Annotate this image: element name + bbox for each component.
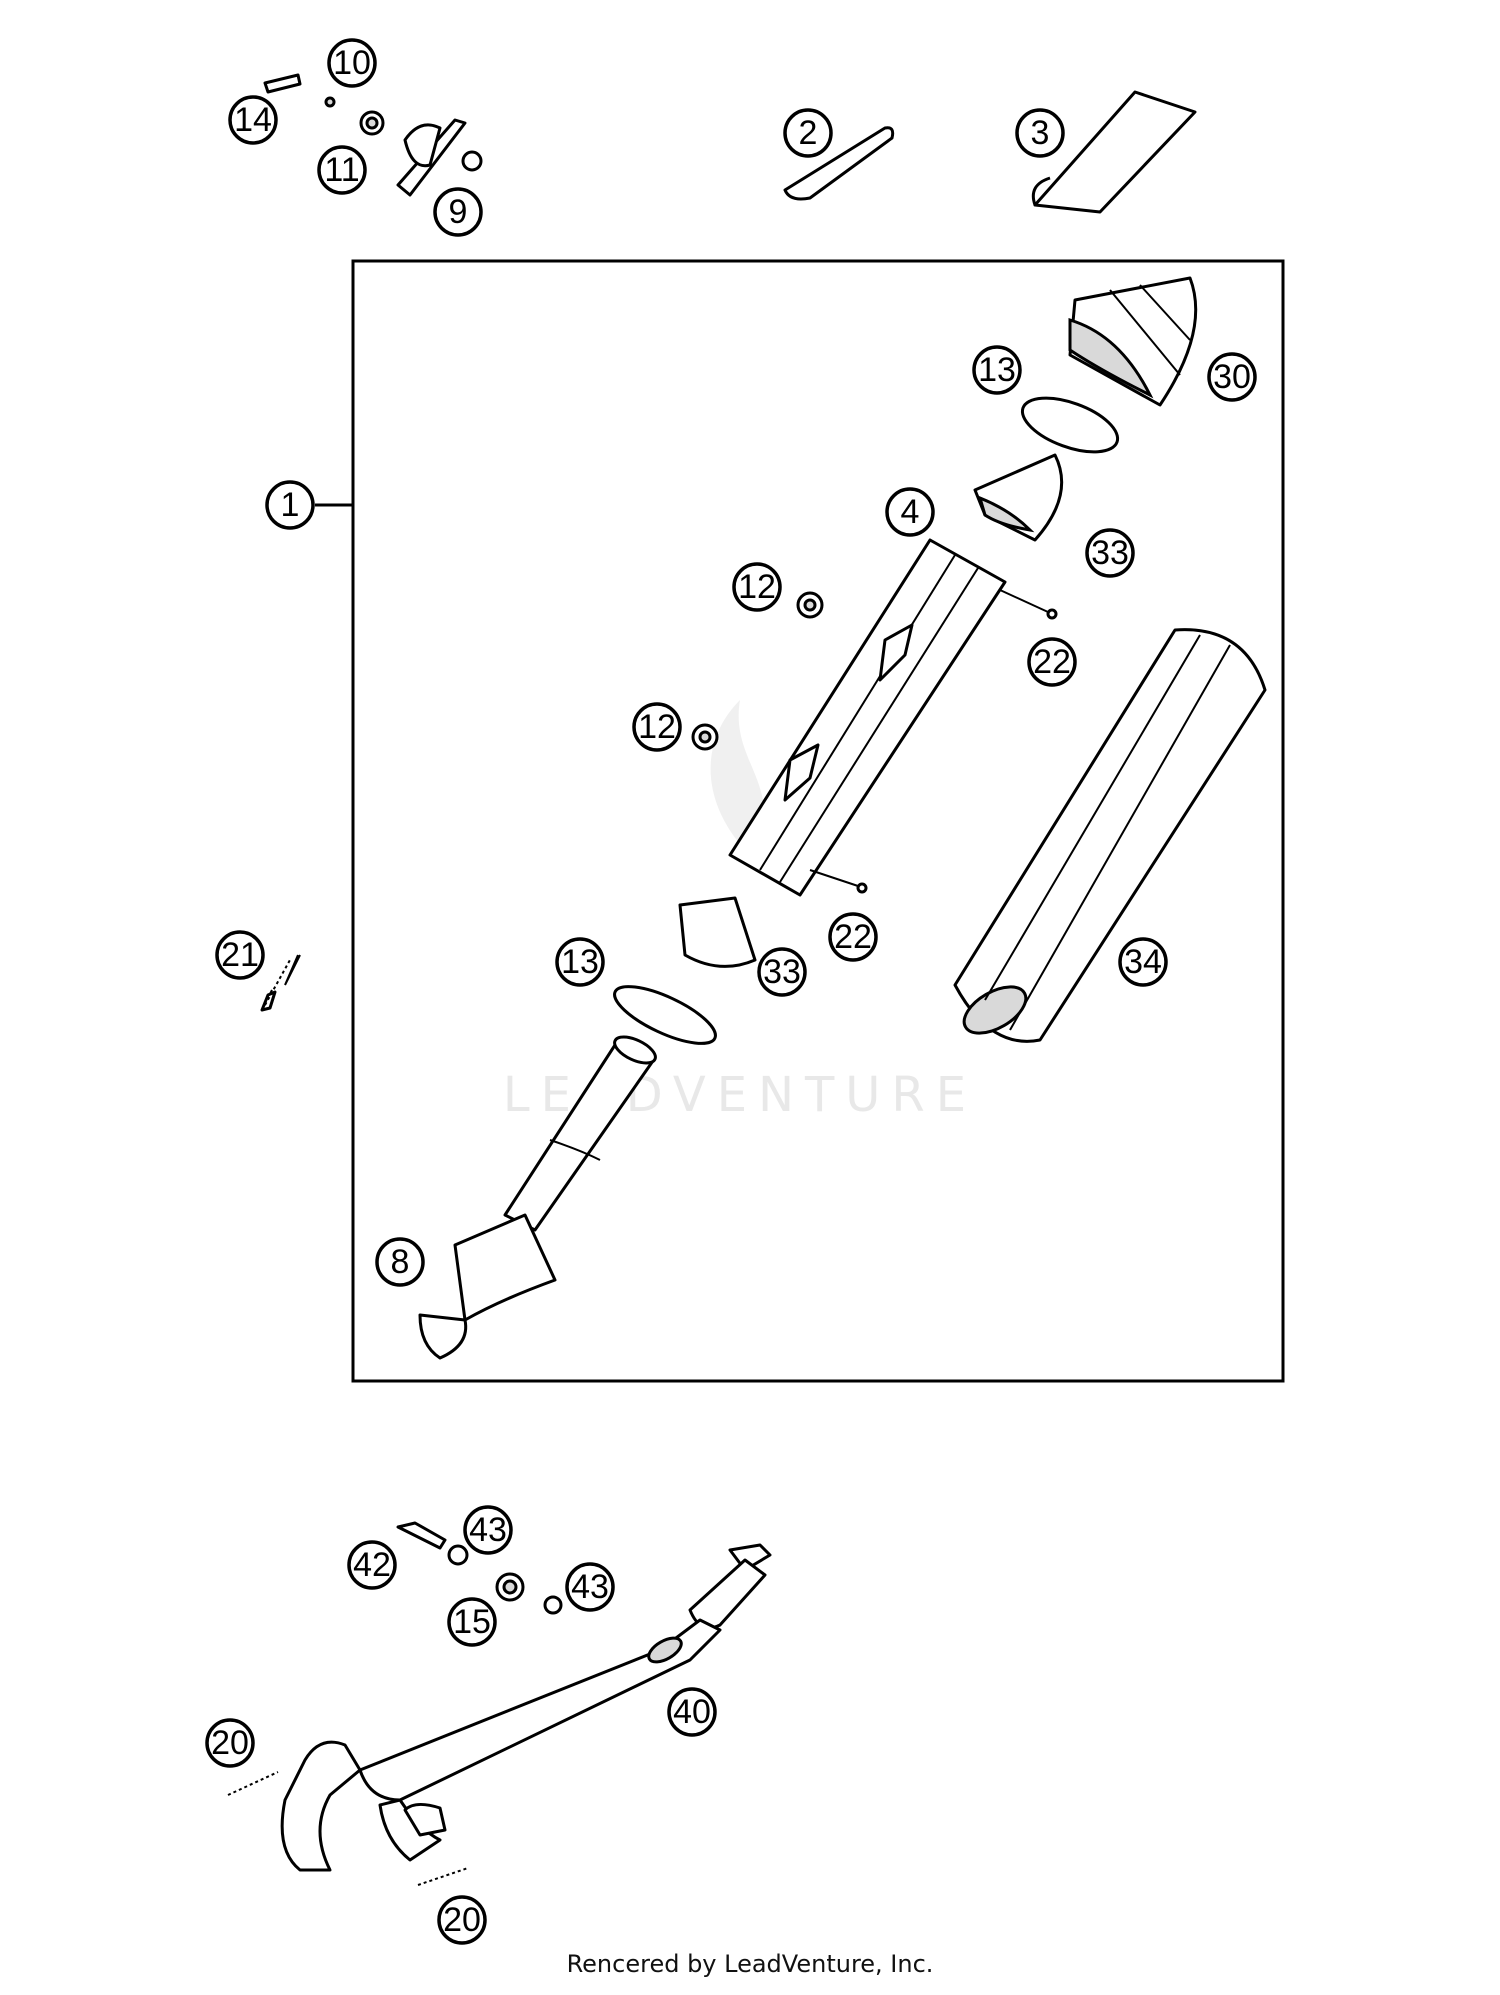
callout-30: 30 (1207, 352, 1257, 402)
svg-text:33: 33 (1091, 534, 1129, 572)
callout-21: 21 (215, 930, 265, 980)
part-33-inner-cone-lower (678, 896, 757, 968)
svg-text:20: 20 (443, 1901, 481, 1939)
svg-text:2: 2 (799, 114, 818, 152)
callout-13-lower: 13 (555, 937, 605, 987)
callout-2: 2 (783, 108, 833, 158)
svg-text:12: 12 (738, 568, 776, 606)
part-9-nut (461, 150, 483, 172)
svg-text:43: 43 (469, 1511, 507, 1549)
callout-3: 3 (1015, 108, 1065, 158)
part-10-washer (324, 96, 336, 108)
part-14-bolt (263, 73, 302, 94)
svg-text:22: 22 (834, 918, 872, 956)
part-42-bolt (396, 1521, 447, 1550)
part-34-outer-sleeve (953, 628, 1267, 1043)
callout-12-upper: 12 (732, 562, 782, 612)
svg-text:42: 42 (353, 1546, 391, 1584)
svg-text:22: 22 (1033, 643, 1071, 681)
part-33-inner-cone-upper (973, 453, 1064, 542)
callout-42: 42 (347, 1540, 397, 1590)
svg-text:13: 13 (978, 351, 1016, 389)
svg-text:10: 10 (333, 44, 371, 82)
svg-text:43: 43 (571, 1568, 609, 1606)
callout-22-upper: 22 (1027, 637, 1077, 687)
callout-8: 8 (375, 1237, 425, 1287)
mounting-hardware-group (263, 73, 483, 197)
callout-33-lower: 33 (757, 947, 807, 997)
part-30-end-cap (1068, 276, 1198, 407)
silencer-assembly-frame (351, 259, 1285, 1383)
part-40-header-pipe (280, 1543, 772, 1872)
svg-text:13: 13 (561, 943, 599, 981)
svg-text:15: 15 (453, 1603, 491, 1641)
svg-text:20: 20 (211, 1724, 249, 1762)
svg-text:4: 4 (901, 493, 920, 531)
svg-text:1: 1 (281, 486, 300, 524)
callout-14: 14 (228, 95, 278, 145)
svg-text:12: 12 (638, 708, 676, 746)
callout-4: 4 (885, 487, 935, 537)
callout-43-lower: 43 (565, 1562, 615, 1612)
part-20-spring-lower (417, 1867, 469, 1886)
callout-12-lower: 12 (632, 702, 682, 752)
svg-text:30: 30 (1213, 358, 1251, 396)
callout-33-upper: 33 (1085, 528, 1135, 578)
part-13-o-ring-lower (613, 985, 717, 1045)
callout-9: 9 (433, 187, 483, 237)
callout-20-upper: 20 (205, 1718, 255, 1768)
callout-22-lower: 22 (828, 912, 878, 962)
part-2-heat-shield-plate (783, 126, 895, 201)
part-43-washer-lower (543, 1595, 563, 1615)
render-credit-footer: Rencered by LeadVenture, Inc. (566, 1950, 934, 1978)
part-20-spring-upper (227, 1771, 279, 1796)
callout-15: 15 (447, 1597, 497, 1647)
part-22-rivet-lower (856, 882, 868, 894)
callout-43-upper: 43 (463, 1505, 513, 1555)
svg-text:8: 8 (391, 1243, 410, 1281)
callout-10: 10 (327, 38, 377, 88)
part-8-inner-tube (418, 1035, 657, 1360)
svg-text:14: 14 (234, 101, 272, 139)
part-43-washer-upper (447, 1544, 469, 1566)
svg-text:11: 11 (324, 151, 359, 189)
part-22-rivet-upper (1046, 608, 1058, 620)
part-13-o-ring-upper (1020, 396, 1120, 454)
part-3-protection-plate (1031, 90, 1197, 214)
svg-text:33: 33 (763, 953, 801, 991)
callout-20-lower: 20 (437, 1895, 487, 1945)
svg-text:9: 9 (449, 193, 468, 231)
part-4-silencer-body (728, 538, 1007, 897)
svg-text:40: 40 (673, 1693, 711, 1731)
callout-34: 34 (1118, 937, 1168, 987)
callout-11: 11 (317, 145, 367, 195)
svg-text:34: 34 (1124, 943, 1162, 981)
callout-40: 40 (667, 1687, 717, 1737)
callout-1: 1 (265, 480, 315, 530)
svg-text:3: 3 (1031, 114, 1050, 152)
svg-text:21: 21 (221, 936, 259, 974)
callout-13-upper: 13 (972, 345, 1022, 395)
